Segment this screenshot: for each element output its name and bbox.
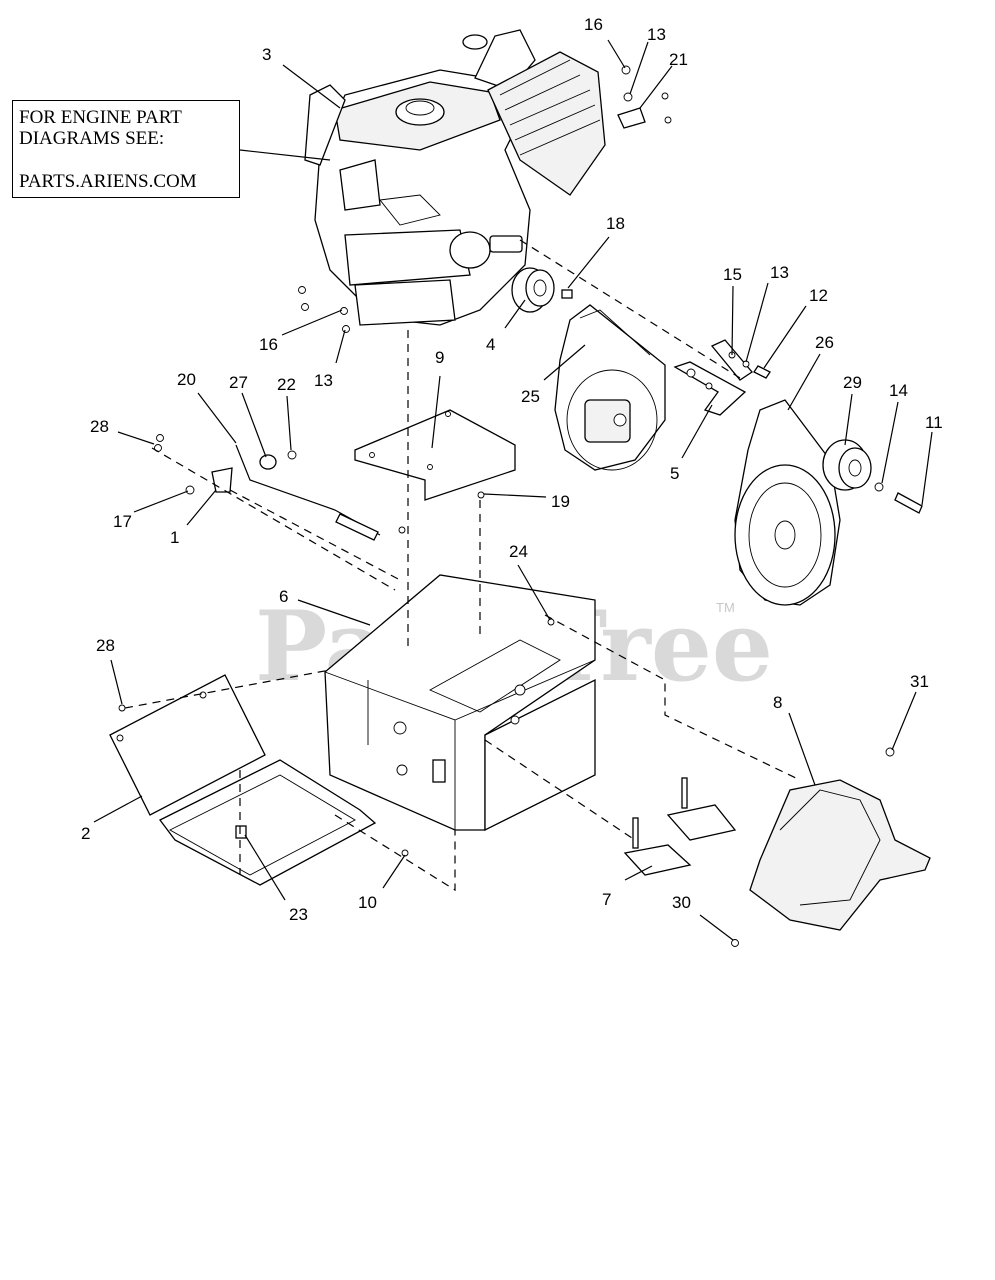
callout-15: 15 [723, 265, 742, 284]
callout-7: 7 [602, 890, 611, 909]
callout-11: 11 [925, 413, 943, 432]
callout-25: 25 [521, 387, 540, 406]
callout-26: 26 [815, 333, 834, 352]
callout-1: 1 [170, 528, 179, 547]
callout-6: 6 [279, 587, 288, 606]
belt-guard [554, 304, 666, 471]
engine-mount-plate [354, 409, 516, 501]
callout-20: 20 [177, 370, 196, 389]
callout-23: 23 [289, 905, 308, 924]
callout-24: 24 [509, 542, 528, 561]
note-line-1: FOR ENGINE PART [19, 107, 182, 128]
watermark-trademark: TM [716, 600, 735, 615]
mounting-brackets [623, 777, 737, 876]
frame [324, 574, 596, 832]
note-line-2: DIAGRAMS SEE: [19, 128, 165, 149]
assembly-lines [124, 239, 801, 892]
callout-27: 27 [229, 373, 248, 392]
callout-21: 21 [669, 50, 688, 69]
callout-13: 13 [314, 371, 333, 390]
callout-28: 28 [96, 636, 115, 655]
engine-pulley [511, 267, 555, 313]
auger-pulley [734, 399, 923, 606]
callout-2: 2 [81, 824, 90, 843]
callout-18: 18 [606, 214, 625, 233]
note-spacer [19, 149, 239, 171]
callout-8: 8 [773, 693, 782, 712]
callout-12: 12 [809, 286, 828, 305]
leader-lines [93, 39, 933, 941]
callout-16: 16 [259, 335, 278, 354]
callout-28: 28 [90, 417, 109, 436]
callout-22: 22 [277, 375, 296, 394]
engine-hardware [298, 65, 672, 333]
idler-bracket [673, 339, 771, 416]
callout-16: 16 [584, 15, 603, 34]
callout-19: 19 [551, 492, 570, 511]
callout-numbers: 3 16 13 21 16 13 4 18 15 13 12 26 29 14 … [81, 15, 943, 924]
callout-4: 4 [486, 335, 495, 354]
callout-10: 10 [358, 893, 377, 912]
bottom-cover [109, 674, 377, 886]
callout-30: 30 [672, 893, 691, 912]
engine-parts-note: FOR ENGINE PART DIAGRAMS SEE: PARTS.ARIE… [12, 100, 240, 198]
callout-29: 29 [843, 373, 862, 392]
belt-cover [749, 779, 931, 931]
callout-17: 17 [113, 512, 132, 531]
callout-3: 3 [262, 45, 271, 64]
shift-lever-assembly [154, 434, 381, 541]
callout-5: 5 [670, 464, 679, 483]
note-line-3: PARTS.ARIENS.COM [19, 171, 197, 192]
engine [304, 29, 606, 326]
callout-9: 9 [435, 348, 444, 367]
callout-13: 13 [770, 263, 789, 282]
callout-31: 31 [910, 672, 929, 691]
callout-14: 14 [889, 381, 908, 400]
callout-13: 13 [647, 25, 666, 44]
